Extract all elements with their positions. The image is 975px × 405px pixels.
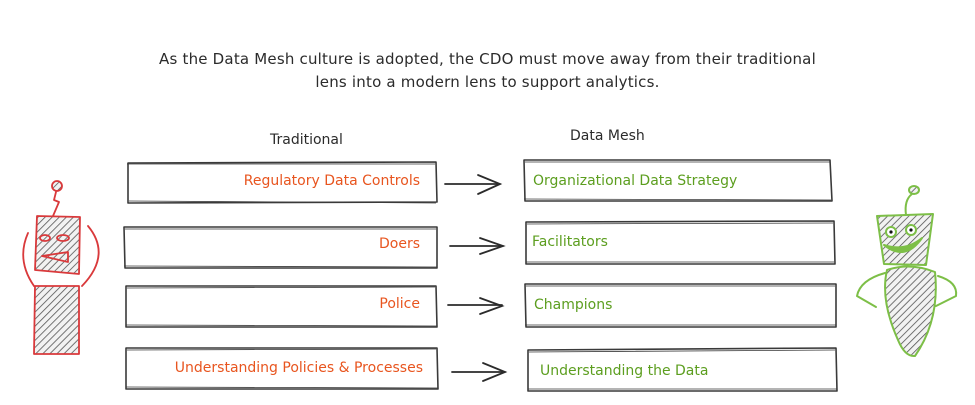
- caption: As the Data Mesh culture is adopted, the…: [0, 48, 975, 94]
- data-mesh-column-header: Data Mesh: [570, 128, 645, 144]
- mesh-box-2: [525, 220, 836, 265]
- arrow-icon: [449, 237, 506, 255]
- arrow-icon: [444, 174, 503, 195]
- traditional-label-3: Police: [379, 296, 420, 312]
- caption-line-2: lens into a modern lens to support analy…: [315, 73, 660, 91]
- mesh-box-1: [523, 159, 833, 202]
- traditional-box-3: [125, 285, 438, 328]
- data-mesh-robot-icon: [856, 185, 958, 358]
- caption-line-1: As the Data Mesh culture is adopted, the…: [159, 50, 816, 68]
- mesh-box-3: [524, 283, 837, 328]
- traditional-box-2: [123, 226, 438, 269]
- arrow-icon: [451, 362, 508, 382]
- arrow-icon: [447, 297, 505, 315]
- traditional-label-1: Regulatory Data Controls: [243, 173, 420, 189]
- traditional-label-2: Doers: [378, 236, 420, 252]
- mesh-box-4: [527, 347, 838, 392]
- traditional-robot-icon: [22, 180, 100, 355]
- mesh-label-4: Understanding the Data: [540, 363, 709, 379]
- mesh-label-2: Facilitators: [532, 234, 608, 250]
- traditional-box-1: [127, 161, 438, 204]
- mesh-label-3: Champions: [534, 297, 613, 313]
- traditional-label-4: Understanding Policies & Processes: [174, 360, 423, 376]
- traditional-column-header: Traditional: [270, 132, 343, 148]
- mesh-label-1: Organizational Data Strategy: [533, 173, 738, 189]
- traditional-box-4: [125, 347, 439, 390]
